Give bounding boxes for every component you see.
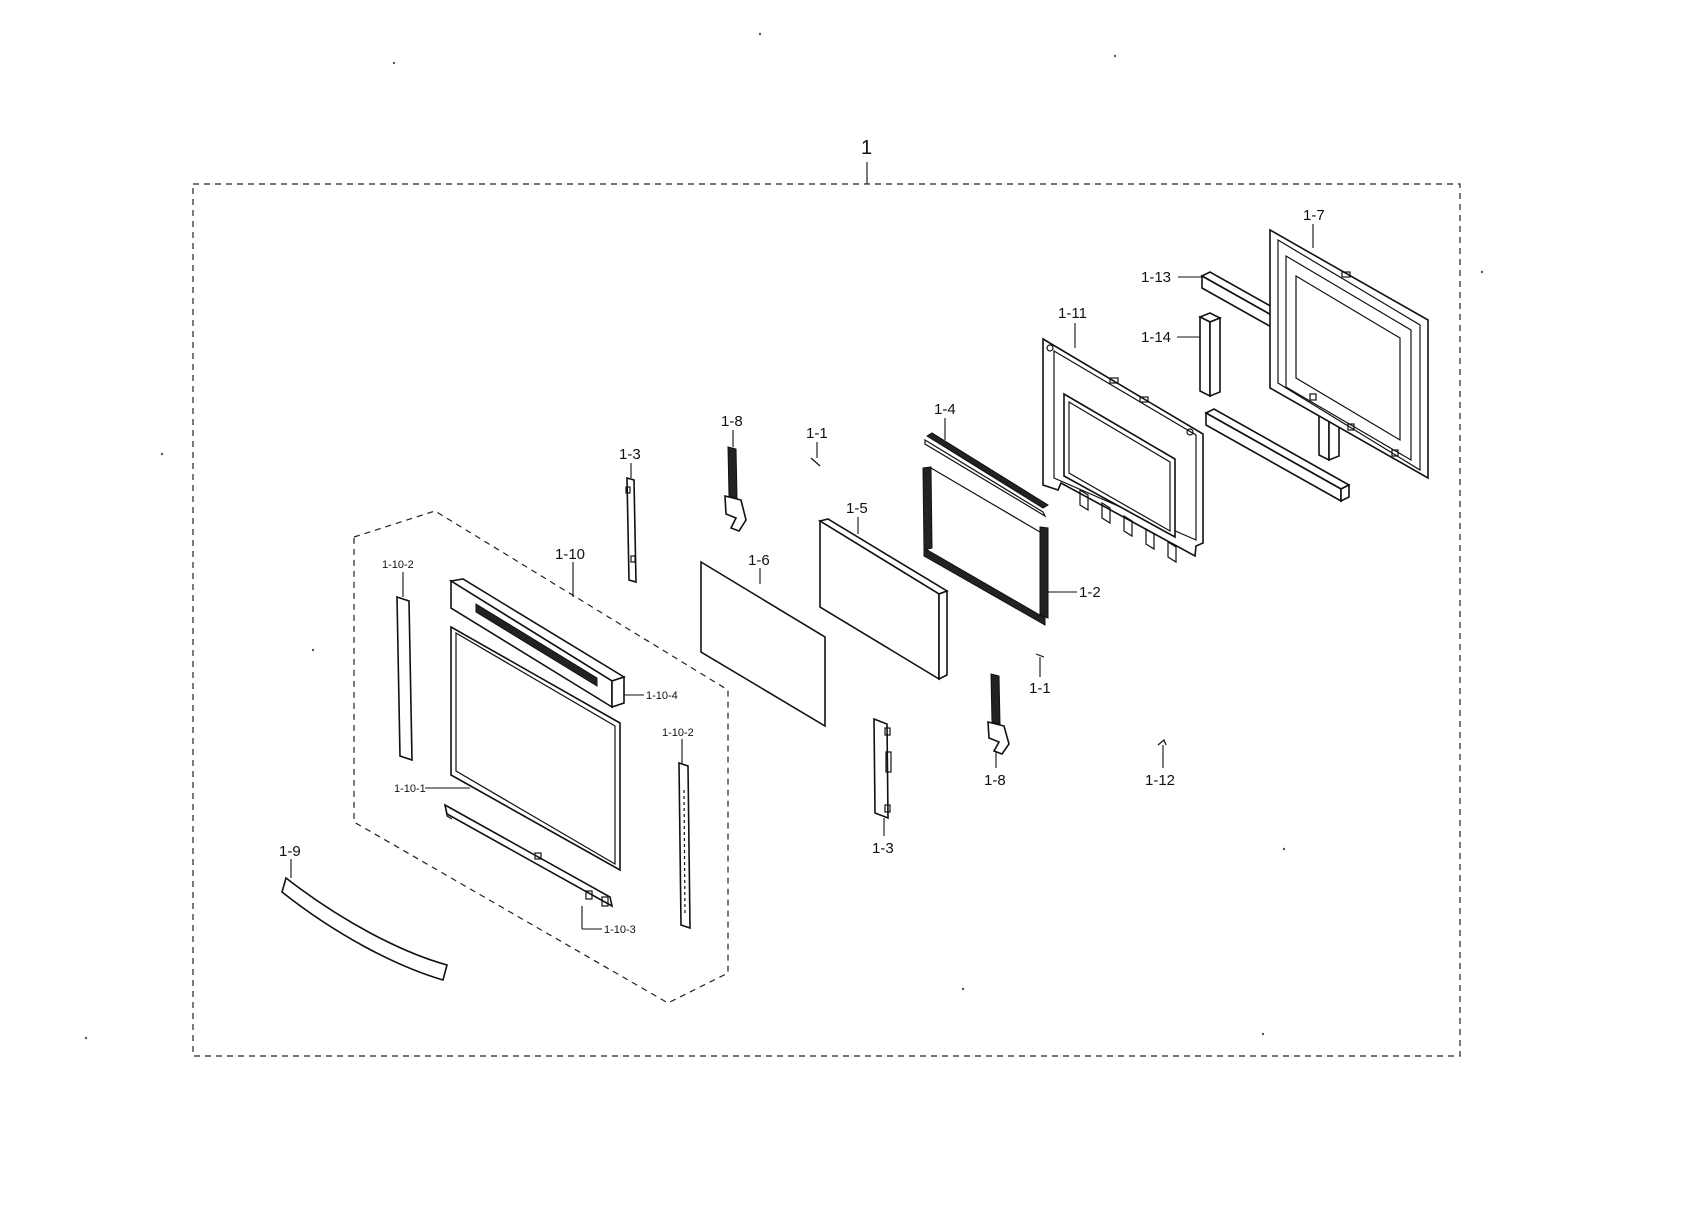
- part-1-3-lower-bracket: 1-3: [872, 717, 894, 857]
- part-1-5-glass-panel: 1-5: [817, 500, 949, 681]
- part-1-2-inner-frame: 1-2: [922, 466, 1101, 626]
- scan-specks: [84, 32, 1484, 1040]
- label-1-2: 1-2: [1079, 584, 1101, 601]
- label-1-5: 1-5: [846, 500, 868, 517]
- label-1-6: 1-6: [748, 552, 770, 569]
- label-1-10-1: 1-10-1: [394, 783, 426, 795]
- part-1-12-clip: 1-12: [1145, 739, 1175, 789]
- label-1-3-top: 1-3: [619, 446, 641, 463]
- label-1-13: 1-13: [1141, 269, 1171, 286]
- part-1-1-lower-screw: 1-1: [1029, 653, 1051, 697]
- part-1-10-1-outer-glass: 1-10-1: [394, 625, 621, 872]
- label-1-1-bottom: 1-1: [1029, 680, 1051, 697]
- label-1-12: 1-12: [1145, 772, 1175, 789]
- part-1-10-2-right-strip: 1-10-2: [662, 727, 694, 930]
- label-1-8-bottom: 1-8: [984, 772, 1006, 789]
- liner-vents: [1079, 488, 1177, 564]
- label-1-8-top: 1-8: [721, 413, 743, 430]
- part-1-4-seal-strip: 1-4: [924, 401, 1049, 518]
- part-1-10-2-left-strip: 1-10-2: [382, 559, 414, 762]
- label-1-10: 1-10: [555, 546, 585, 563]
- label-1-4: 1-4: [934, 401, 956, 418]
- part-1-10-4-panel-bar: 1-10-4: [448, 578, 678, 709]
- part-1-10-3-bottom-trim: 1-10-3: [443, 803, 636, 936]
- part-1-6-glass-panel: 1-6: [700, 552, 826, 728]
- label-1-3-bottom: 1-3: [872, 840, 894, 857]
- label-1-1-top: 1-1: [806, 425, 828, 442]
- part-1-11-inner-liner: 1-11: [1042, 305, 1204, 564]
- subassembly-1-10-boundary: 1-10: [353, 510, 729, 1004]
- label-1-14: 1-14: [1141, 329, 1171, 346]
- part-1-9-door-handle: 1-9: [279, 843, 448, 981]
- label-1-10-2-left: 1-10-2: [382, 559, 414, 571]
- label-1-10-3: 1-10-3: [604, 924, 636, 936]
- part-1-8-lower-hinge: 1-8: [984, 673, 1010, 789]
- label-1-10-4: 1-10-4: [646, 690, 678, 702]
- assembly-1-boundary: 1: [192, 137, 1461, 1057]
- label-1-10-2-right: 1-10-2: [662, 727, 694, 739]
- part-1-8-upper-hinge: 1-8: [721, 413, 747, 532]
- label-1-9: 1-9: [279, 843, 301, 860]
- part-1-3-upper-bracket: 1-3: [619, 446, 641, 584]
- label-1-7: 1-7: [1303, 207, 1325, 224]
- assembly-label: 1: [861, 137, 872, 159]
- part-1-1-upper-screw: 1-1: [806, 425, 828, 467]
- label-1-11: 1-11: [1058, 305, 1087, 322]
- part-1-7-door-frame-back: 1-7: [1269, 207, 1429, 480]
